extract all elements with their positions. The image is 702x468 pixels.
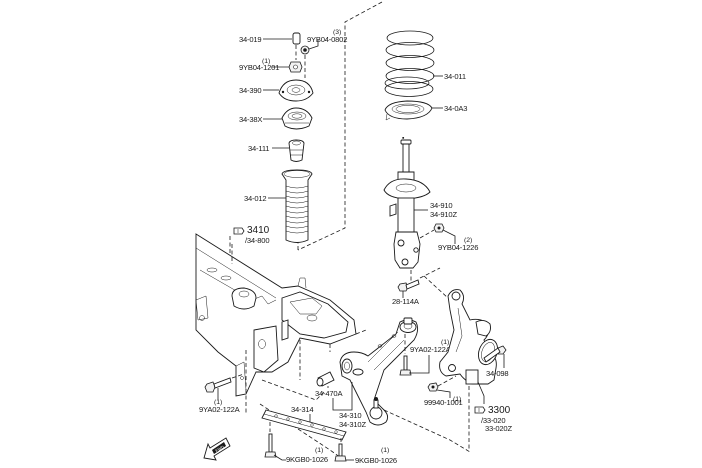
strut-bolt[interactable] bbox=[433, 223, 445, 233]
dust-boot-label: 34-012 bbox=[244, 194, 266, 203]
bump-stop[interactable] bbox=[288, 139, 305, 162]
arm-bolt-right-qty: (1) bbox=[441, 339, 449, 346]
lock-nut-qty: (1) bbox=[262, 58, 270, 65]
strut-mount[interactable] bbox=[278, 79, 314, 102]
crossmember-ref: 3410 bbox=[247, 225, 270, 236]
upper-spring-seat[interactable] bbox=[281, 107, 313, 130]
brace-bolt-right-label: 9KGB0-1026 bbox=[355, 456, 397, 465]
knuckle-bolt-label: 34-098 bbox=[486, 369, 508, 378]
coil-spring-label: 34-011 bbox=[444, 72, 466, 81]
strut-bolt-qty: (2) bbox=[464, 237, 472, 244]
lock-nut-label: 9YB04-1201 bbox=[239, 63, 279, 72]
arm-bolt-right[interactable] bbox=[399, 355, 412, 376]
knuckle-reference[interactable]: 3300 /33-020 33-020Z bbox=[474, 405, 513, 433]
strut-bolt-label: 9YB04-1226 bbox=[438, 243, 478, 252]
stabilizer-bolt-label: 28-114A bbox=[392, 297, 420, 306]
brace-bolt-left-qty: (1) bbox=[315, 447, 323, 454]
stabilizer-bolt[interactable] bbox=[397, 279, 420, 292]
rod-mark: ▪ bbox=[402, 135, 405, 142]
strut-label-2: 34-910Z bbox=[430, 210, 457, 219]
mount-label: 34-390 bbox=[239, 86, 261, 95]
lower-arm-label-2: 34-310Z bbox=[339, 420, 366, 429]
knuckle-nut-label: 99940-1001 bbox=[424, 398, 463, 407]
cap[interactable] bbox=[292, 32, 301, 45]
spring-seat-label: 34-0A3 bbox=[444, 104, 467, 113]
cap-label: 34-019 bbox=[239, 35, 261, 44]
strut-assembly[interactable] bbox=[383, 139, 431, 269]
brace-plate[interactable] bbox=[261, 409, 347, 441]
direction-arrow-icon: FWD bbox=[203, 437, 231, 461]
knuckle-ref: 3300 bbox=[488, 405, 511, 416]
dust-boot[interactable] bbox=[281, 169, 313, 243]
arm-bolt-left-label: 9YA02-122A bbox=[199, 405, 241, 414]
knuckle-bolt[interactable] bbox=[483, 345, 507, 363]
lock-nut[interactable] bbox=[288, 61, 303, 73]
brace-bolt-left-label: 9KGB0-1026 bbox=[286, 455, 328, 464]
crossmember[interactable] bbox=[195, 233, 357, 397]
upper-seat-label: 34-38X bbox=[239, 115, 262, 124]
arm-bolt-left[interactable] bbox=[204, 377, 232, 393]
knuckle-sub: /33-020 bbox=[481, 416, 505, 425]
arm-bolt-left-qty: (1) bbox=[214, 399, 222, 406]
knuckle-sub-2: 33-020Z bbox=[485, 424, 512, 433]
steering-knuckle[interactable] bbox=[439, 289, 501, 385]
crossmember-reference[interactable]: 3410 /34-800 bbox=[233, 225, 270, 245]
strut-label: 34-910 bbox=[430, 201, 452, 210]
spring-seat[interactable] bbox=[384, 100, 433, 121]
top-nut-label: 9YB04-0802 bbox=[307, 35, 347, 44]
brace-bolt-right-qty: (1) bbox=[381, 447, 389, 454]
crossmember-sub: /34-800 bbox=[245, 236, 269, 245]
bushing[interactable] bbox=[316, 371, 335, 387]
lower-control-arm[interactable] bbox=[339, 317, 419, 426]
knuckle-nut[interactable] bbox=[427, 382, 439, 392]
coil-spring[interactable] bbox=[384, 30, 435, 97]
top-nut-qty: (3) bbox=[333, 29, 341, 36]
top-nut[interactable] bbox=[300, 45, 310, 55]
direction-arrow-label: FWD bbox=[214, 444, 224, 453]
bump-stop-label: 34-111 bbox=[248, 144, 269, 153]
brace-bolt-right[interactable] bbox=[334, 443, 347, 462]
bushing-label: 34-470A bbox=[315, 389, 343, 398]
brace-bolt-left[interactable] bbox=[264, 433, 277, 458]
brace-label: 34-314 bbox=[291, 405, 313, 414]
knuckle-nut-qty: (1) bbox=[453, 396, 461, 403]
arm-bolt-right-label: 9YA02-122A bbox=[410, 345, 452, 354]
lower-arm-label: 34-310 bbox=[339, 411, 361, 420]
